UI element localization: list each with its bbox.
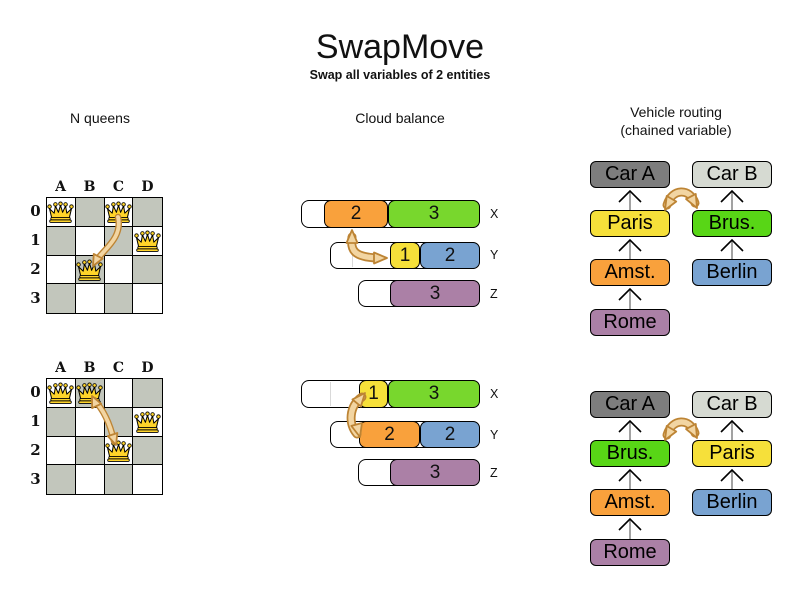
- process-box: 1: [359, 380, 388, 408]
- vehicle-box-car-a: Car A: [590, 391, 670, 418]
- board-cell: [75, 198, 105, 227]
- board-cell: [104, 465, 134, 494]
- vehicle-box-city: Rome: [590, 309, 670, 336]
- queen-icon: [47, 201, 74, 223]
- board-cell: [75, 465, 105, 494]
- vehicle-box-city: Brus.: [590, 440, 670, 467]
- computer-label: X: [490, 207, 499, 221]
- process-box: 1: [390, 242, 420, 269]
- board-cell: [133, 255, 162, 285]
- process-box: 3: [390, 459, 480, 486]
- computer-label: Y: [490, 428, 499, 442]
- board-cell: [47, 284, 76, 313]
- page-subtitle: Swap all variables of 2 entities: [309, 68, 491, 82]
- queen-icon: [134, 230, 161, 252]
- page-title: SwapMove: [315, 28, 485, 66]
- chain-connector: [618, 419, 744, 539]
- vehicle-box-car-a: Car A: [590, 161, 670, 188]
- process-box: 3: [388, 380, 480, 408]
- vehicle-box-car-b: Car B: [692, 161, 772, 188]
- queen-icon: [105, 201, 132, 223]
- vehicle-box-city: Amst.: [590, 489, 670, 516]
- process-box: 2: [324, 200, 388, 228]
- board-cell: [104, 284, 134, 313]
- board-cell: [104, 407, 134, 437]
- process-box: 2: [420, 421, 480, 448]
- column-header-nqueens: N queens: [70, 110, 130, 126]
- computer-label: Z: [490, 287, 498, 301]
- board-row-label: 0: [30, 383, 41, 401]
- process-box: 3: [388, 200, 480, 228]
- queen-icon: [47, 382, 74, 404]
- column-header-cloud: Cloud balance: [355, 110, 445, 126]
- board-row-label: 2: [30, 441, 41, 459]
- queen-icon: [105, 440, 132, 462]
- queen-icon: [76, 382, 103, 404]
- board-row-label: 1: [30, 412, 41, 430]
- process-box: 3: [390, 280, 480, 307]
- vehicle-box-car-b: Car B: [692, 391, 772, 418]
- process-box: 2: [359, 421, 420, 448]
- board-cell: [104, 255, 134, 285]
- board-cell: [75, 284, 105, 313]
- board-col-label: D: [141, 179, 154, 195]
- board-cell: [75, 407, 105, 437]
- board-row-label: 3: [30, 289, 41, 307]
- vehicle-box-city: Berlin: [692, 259, 772, 286]
- queen-icon: [134, 411, 161, 433]
- computer-label: Z: [490, 466, 498, 480]
- board-row-label: 3: [30, 470, 41, 488]
- vehicle-box-city: Amst.: [590, 259, 670, 286]
- computer-label: X: [490, 387, 499, 401]
- board-cell: [133, 436, 162, 466]
- board-col-label: A: [55, 179, 66, 195]
- board-col-label: C: [112, 179, 125, 195]
- board-cell: [133, 379, 162, 408]
- board-col-label: D: [141, 360, 154, 376]
- board-row-label: 1: [30, 231, 41, 249]
- board-col-label: A: [55, 360, 66, 376]
- board-cell: [133, 198, 162, 227]
- vehicle-box-city: Berlin: [692, 489, 772, 516]
- board-cell: [47, 255, 76, 285]
- process-box: 2: [420, 242, 480, 269]
- board-row-label: 2: [30, 260, 41, 278]
- board-col-label: C: [112, 360, 125, 376]
- vehicle-box-city: Paris: [692, 440, 772, 467]
- board-cell: [133, 284, 162, 313]
- column-header-vehicle: Vehicle routing: [630, 104, 722, 120]
- queen-icon: [76, 259, 103, 281]
- computer-label: Y: [490, 248, 499, 262]
- vehicle-box-city: Rome: [590, 539, 670, 566]
- board-cell: [47, 436, 76, 466]
- vehicle-box-city: Paris: [590, 210, 670, 237]
- board-cell: [133, 465, 162, 494]
- column-subheader-vehicle: (chained variable): [620, 122, 732, 138]
- chain-connector: [618, 189, 744, 309]
- board-col-label: B: [83, 360, 96, 376]
- board-cell: [104, 226, 134, 256]
- board-cell: [47, 465, 76, 494]
- board-cell: [47, 407, 76, 437]
- board-cell: [104, 379, 134, 408]
- vehicle-box-city: Brus.: [692, 210, 772, 237]
- board-cell: [47, 226, 76, 256]
- board-cell: [75, 436, 105, 466]
- board-col-label: B: [83, 179, 96, 195]
- board-cell: [75, 226, 105, 256]
- board-row-label: 0: [30, 202, 41, 220]
